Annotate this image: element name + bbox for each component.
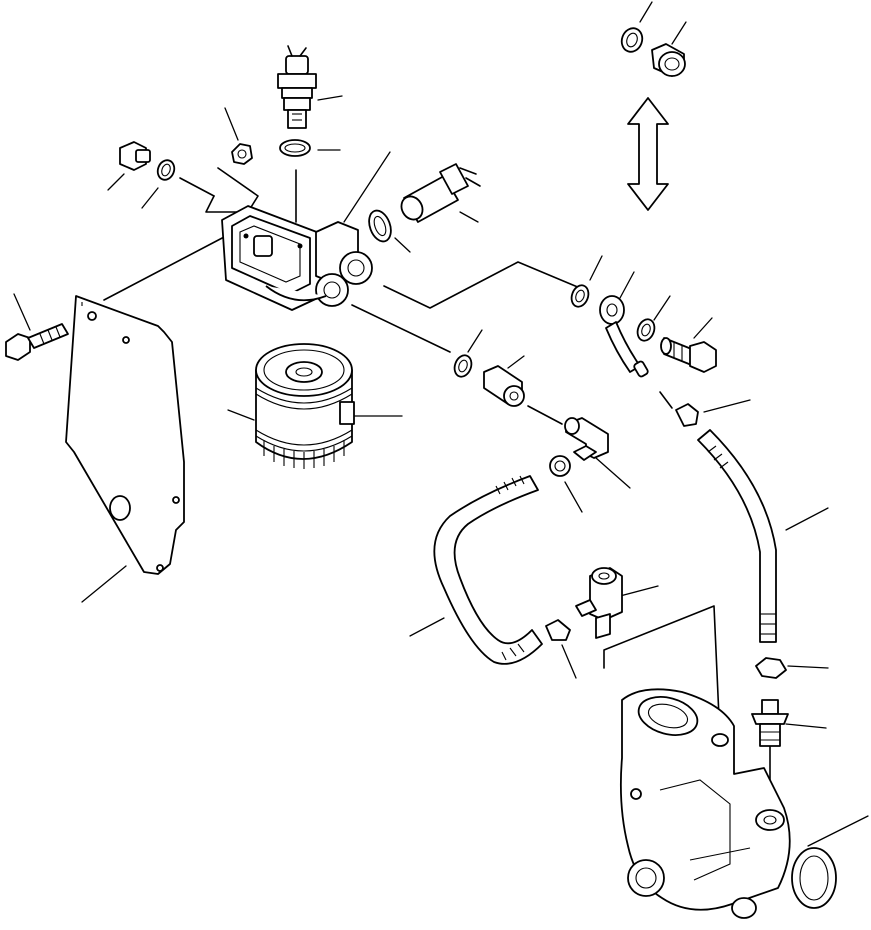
fuel-hose-left xyxy=(433,475,543,665)
hose-clamp-3 xyxy=(545,619,571,641)
hose-clamp-2 xyxy=(675,403,699,427)
fuel-filter-head xyxy=(221,205,373,311)
injection-pump-housing xyxy=(619,688,837,919)
sensor-switch-side xyxy=(400,163,481,223)
o-ring-side xyxy=(368,209,392,243)
banjo-bolt xyxy=(660,337,717,373)
tee-fitting xyxy=(575,567,623,639)
o-ring-top xyxy=(279,139,311,157)
fuel-filter-cartridge xyxy=(255,343,355,469)
gasket xyxy=(755,657,787,679)
bracket-bolt xyxy=(5,323,69,361)
replacement-plug xyxy=(651,43,686,77)
leader-lines xyxy=(13,1,869,847)
nut xyxy=(231,143,253,165)
sensor-switch-top xyxy=(277,45,317,129)
elbow-fitting xyxy=(564,417,609,461)
o-ring-middle xyxy=(453,354,473,378)
hose-clamp-1 xyxy=(549,455,571,477)
replacement-o-ring xyxy=(620,27,644,53)
plug-left xyxy=(119,141,151,171)
connector-fitting xyxy=(483,365,525,407)
double-arrow xyxy=(627,97,669,211)
o-ring-right-1 xyxy=(570,284,590,308)
o-ring-right-2 xyxy=(636,318,656,342)
o-ring-left xyxy=(156,159,176,181)
mounting-bracket xyxy=(65,295,185,575)
plug-stud xyxy=(751,699,789,747)
fuel-hose-right xyxy=(697,429,777,643)
banjo-fitting xyxy=(599,295,649,378)
